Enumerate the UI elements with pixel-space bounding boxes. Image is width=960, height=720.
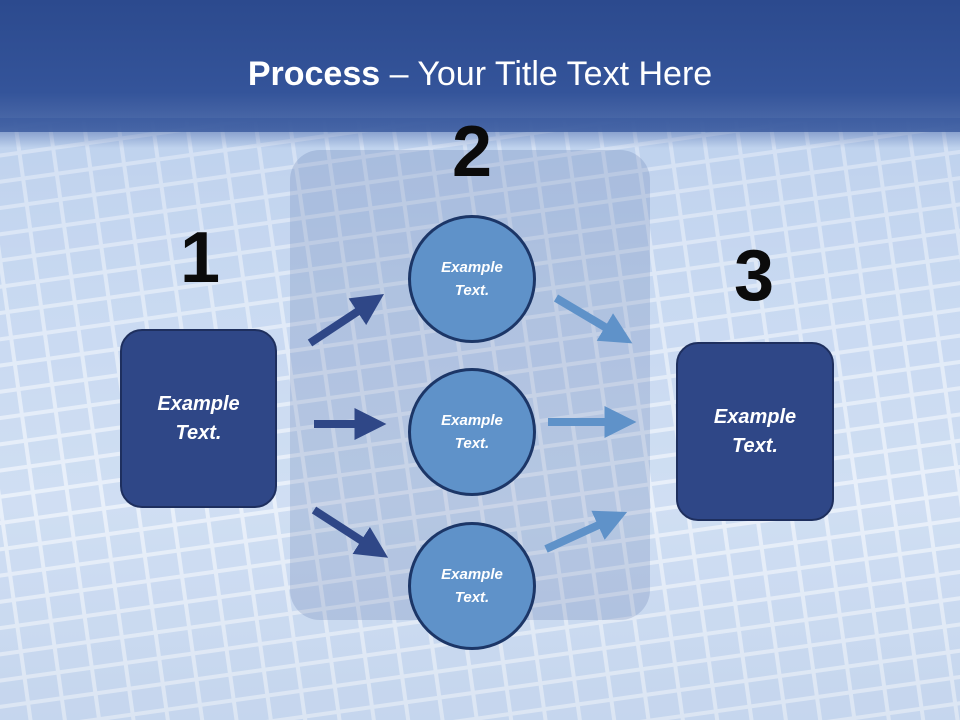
circle-top-line1: Example — [441, 259, 503, 276]
circle-middle-line2: Text. — [454, 435, 490, 452]
circle-middle-line1: Example — [441, 412, 503, 429]
title-bar — [0, 0, 960, 132]
circle-top-line2: Text. — [454, 282, 490, 299]
step-2-circle-middle: Example Text. — [408, 368, 536, 496]
circle-bottom-line2: Text. — [454, 589, 490, 606]
step-number-3: 3 — [733, 236, 775, 316]
step-1-box-line2: Text. — [175, 421, 222, 444]
step-2-circle-bottom: Example Text. — [408, 522, 536, 650]
arrow-left-to-top — [307, 294, 385, 347]
step-number-1: 1 — [179, 218, 221, 298]
step-3-box-line1: Example — [713, 405, 797, 428]
title-bold-part: Process — [247, 55, 381, 93]
step-3-box-line2: Text. — [732, 434, 778, 457]
title-bar-fade — [0, 118, 960, 148]
step-1-box: Example Text. — [120, 329, 277, 508]
circle-bottom-line1: Example — [441, 566, 503, 583]
arrow-left-to-bottom — [311, 506, 389, 558]
arrow-top-to-right — [553, 294, 633, 344]
step-3-box: Example Text. — [676, 342, 834, 521]
step-1-box-line1: Example — [157, 392, 240, 415]
arrow-bottom-to-right — [544, 510, 628, 553]
slide-title: Process – Your Title Text Here — [0, 52, 960, 96]
title-rest-part: – Your Title Text Here — [380, 55, 713, 93]
step-number-2: 2 — [451, 112, 493, 192]
step-2-circle-top: Example Text. — [408, 215, 536, 343]
